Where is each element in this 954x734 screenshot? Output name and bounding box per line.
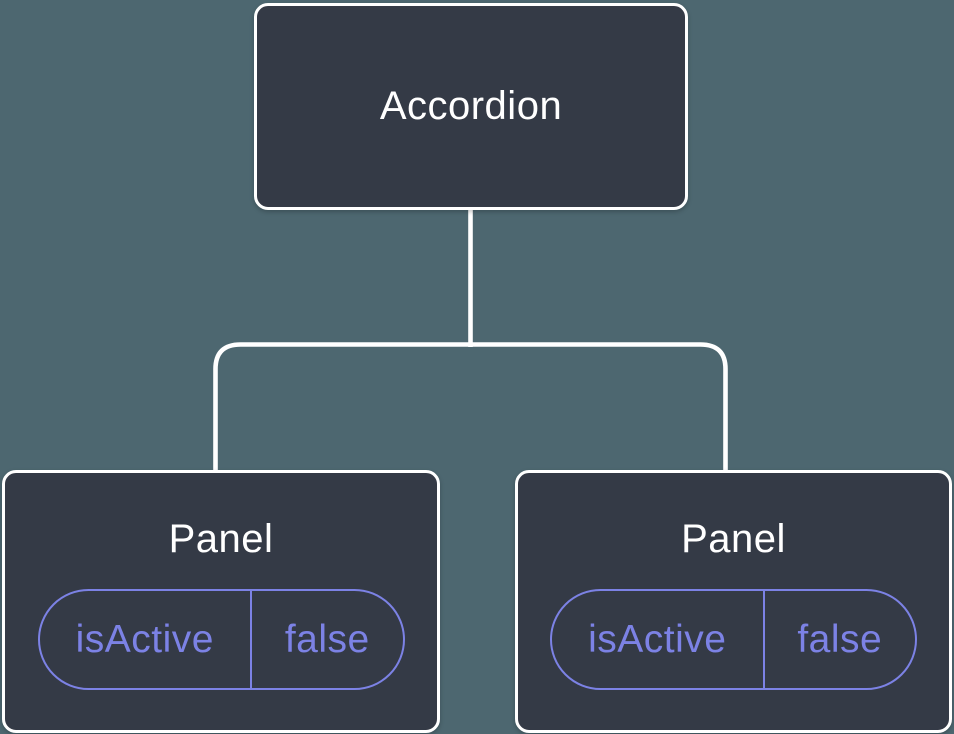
panel-node-right: Panel isActive false [515,470,952,733]
state-value-label: false [762,591,915,688]
panel-node-label: Panel [681,517,786,561]
branch-bracket-line [213,342,728,471]
state-value-label: false [250,591,402,688]
state-pill: isActive false [37,589,405,690]
accordion-node-label: Accordion [379,84,563,128]
accordion-node: Accordion [254,3,688,210]
state-pill: isActive false [550,589,917,690]
state-key-label: isActive [588,617,727,661]
state-key-label: isActive [75,617,214,661]
panel-node-left: Panel isActive false [2,470,440,733]
panel-node-label: Panel [168,517,274,561]
